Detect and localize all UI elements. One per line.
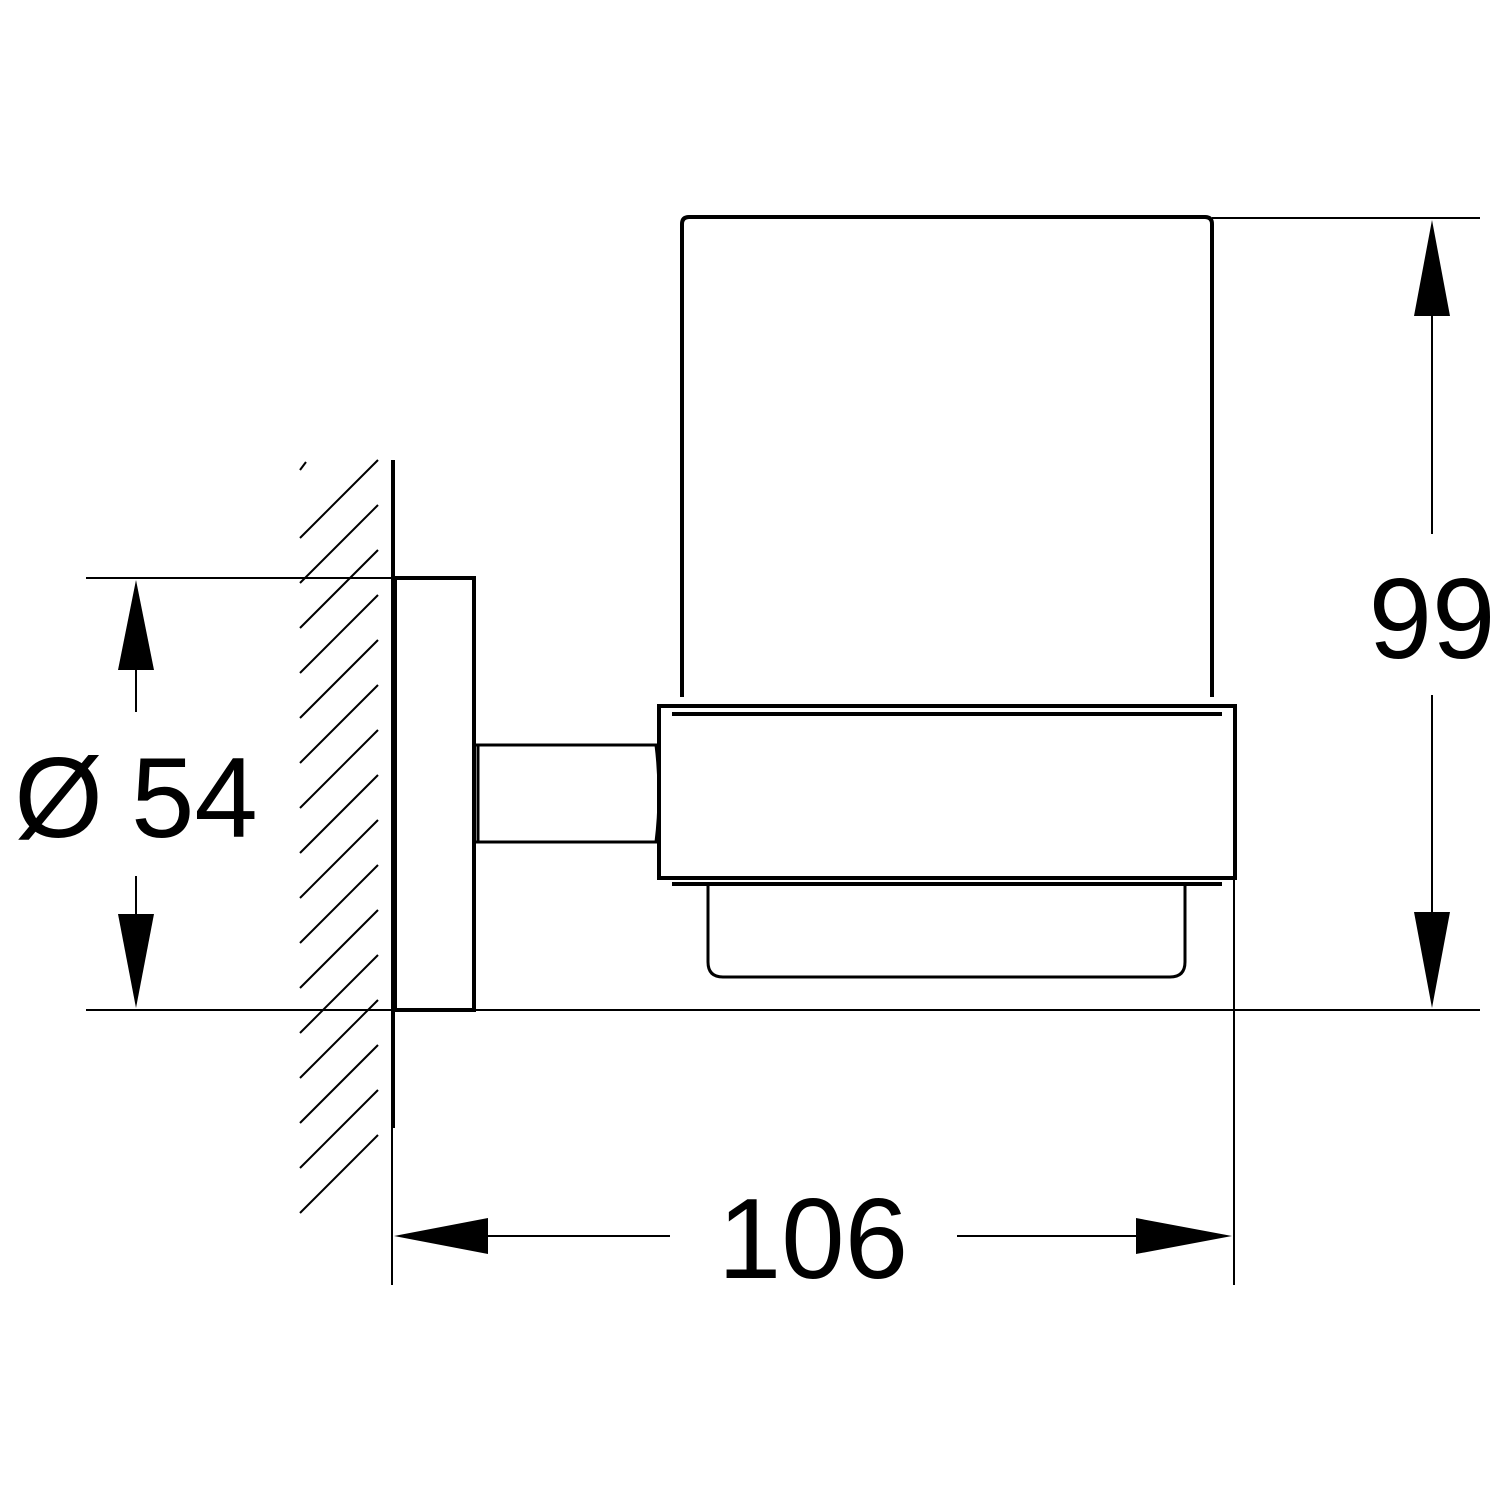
- diameter-value: 54: [131, 735, 258, 862]
- hatch-line: [299, 1044, 379, 1124]
- hatch-line: [299, 954, 379, 1034]
- arrow-right-icon: [1136, 1218, 1232, 1254]
- hatch-line: [299, 459, 379, 539]
- tumbler: [680, 215, 1214, 979]
- support-arm: [476, 743, 661, 844]
- tumbler-base: [706, 886, 1187, 979]
- hatch-line: [299, 774, 379, 854]
- height-dimension: 99: [1369, 220, 1496, 1008]
- hatch-line: [299, 684, 379, 764]
- hatch-line: [299, 729, 379, 809]
- hatch-line: [299, 594, 379, 674]
- hatch-line: [299, 549, 379, 629]
- arrow-left-icon: [394, 1218, 488, 1254]
- hatch-line: [299, 909, 379, 989]
- hatch-line: [299, 864, 379, 944]
- arrow-down-icon: [118, 914, 154, 1008]
- holder-ring: [657, 704, 1237, 886]
- hatch-line: [299, 999, 379, 1079]
- hatch-line: [299, 1089, 379, 1169]
- hatch-line: [299, 639, 379, 719]
- arrow-up-icon: [118, 580, 154, 670]
- hatch-line: [299, 819, 379, 899]
- depth-dimension: 106: [394, 1176, 1232, 1303]
- wall-rosette: [393, 576, 476, 1012]
- hatch-line: [299, 1134, 379, 1214]
- svg-text:Ø54: Ø54: [14, 735, 258, 862]
- tumbler-upper: [680, 215, 1214, 697]
- depth-value: 106: [718, 1176, 908, 1303]
- diameter-symbol: Ø: [14, 735, 103, 862]
- arrow-up-icon: [1414, 220, 1450, 316]
- height-value: 99: [1369, 556, 1496, 683]
- wall: [299, 459, 395, 1214]
- hatch-line: [299, 504, 379, 584]
- wall-hatching: [299, 459, 379, 1214]
- extension-lines: [86, 217, 1480, 1285]
- arrow-down-icon: [1414, 912, 1450, 1008]
- hatch-line: [299, 461, 307, 471]
